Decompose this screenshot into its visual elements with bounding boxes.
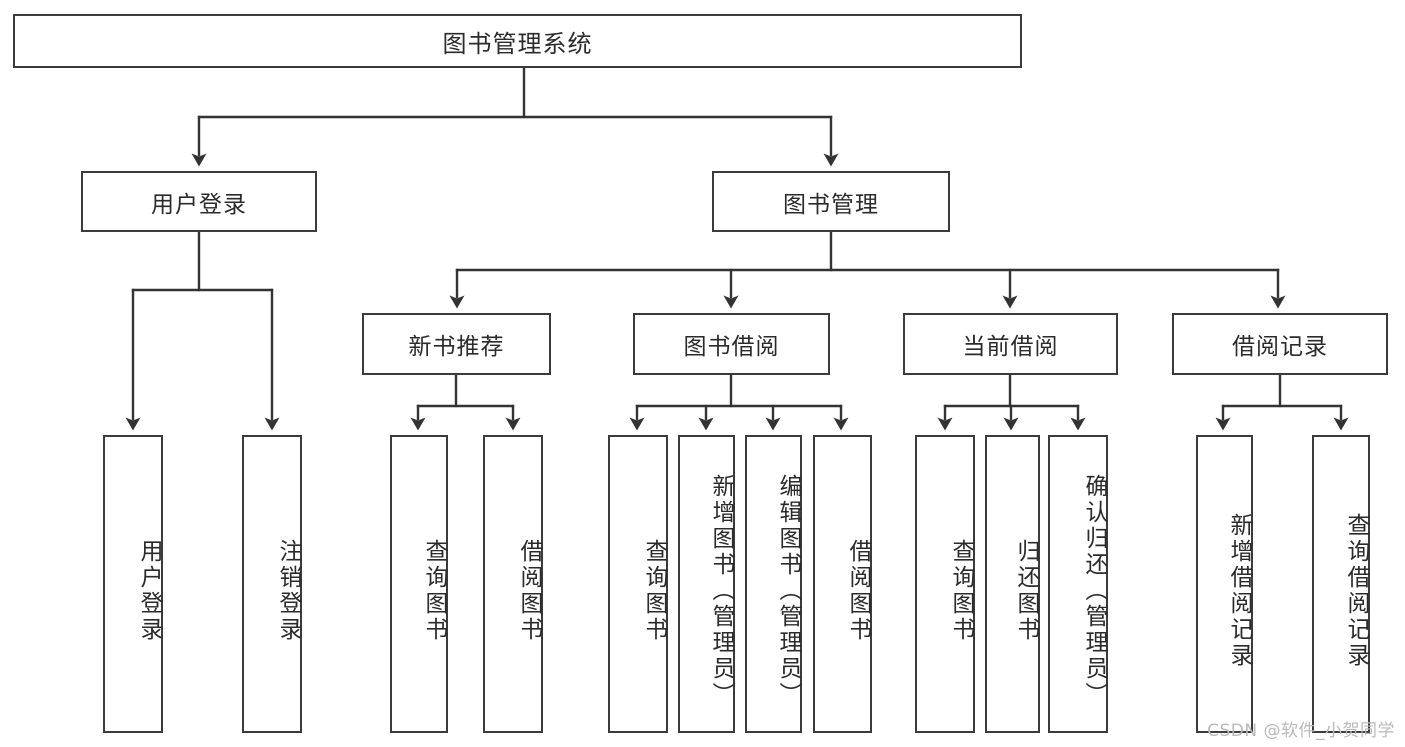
leaf-query-book-current[interactable]: 查询图书 bbox=[915, 435, 975, 733]
leaf-borrow-book[interactable]: 借阅图书 bbox=[813, 435, 872, 733]
node-label: 查询图书 bbox=[641, 539, 667, 643]
node-current-borrowing[interactable]: 当前借阅 bbox=[903, 313, 1118, 375]
leaf-edit-book-admin[interactable]: 编辑图书（管理员） bbox=[745, 435, 802, 733]
leaf-add-borrow-record[interactable]: 新增借阅记录 bbox=[1196, 435, 1253, 733]
node-label: 确认归还（管理员） bbox=[1081, 474, 1107, 708]
node-label: 编辑图书（管理员） bbox=[775, 474, 801, 708]
node-label: 借阅图书 bbox=[845, 539, 871, 643]
node-label: 图书管理系统 bbox=[442, 29, 593, 58]
node-label: 当前借阅 bbox=[962, 334, 1059, 360]
node-label: 查询图书 bbox=[421, 539, 447, 643]
node-label: 图书借阅 bbox=[683, 334, 780, 360]
node-book-borrowing[interactable]: 图书借阅 bbox=[633, 313, 830, 375]
node-label: 借阅记录 bbox=[1232, 334, 1328, 360]
node-label: 借阅图书 bbox=[516, 539, 542, 643]
leaf-user-login[interactable]: 用户登录 bbox=[103, 435, 163, 733]
leaf-query-book-borrow[interactable]: 查询图书 bbox=[608, 435, 668, 733]
node-user-login[interactable]: 用户登录 bbox=[81, 171, 317, 232]
leaf-user-logout[interactable]: 注销登录 bbox=[242, 435, 302, 733]
leaf-add-book-admin[interactable]: 新增图书（管理员） bbox=[678, 435, 735, 733]
node-book-management[interactable]: 图书管理 bbox=[712, 171, 950, 232]
node-label: 归还图书 bbox=[1013, 539, 1039, 643]
node-label: 查询图书 bbox=[948, 539, 974, 643]
node-label: 新增图书（管理员） bbox=[708, 474, 734, 708]
leaf-confirm-return-admin[interactable]: 确认归还（管理员） bbox=[1048, 435, 1108, 733]
node-label: 新书推荐 bbox=[408, 334, 505, 360]
node-label: 图书管理 bbox=[783, 191, 879, 218]
leaf-borrow-book-rec[interactable]: 借阅图书 bbox=[483, 435, 543, 733]
node-label: 注销登录 bbox=[275, 539, 301, 643]
node-label: 查询借阅记录 bbox=[1343, 513, 1369, 669]
node-borrowing-records[interactable]: 借阅记录 bbox=[1172, 313, 1388, 375]
leaf-query-borrow-record[interactable]: 查询借阅记录 bbox=[1312, 435, 1370, 733]
node-label: 用户登录 bbox=[151, 191, 247, 218]
node-label: 用户登录 bbox=[136, 539, 162, 643]
node-new-book-recommendation[interactable]: 新书推荐 bbox=[362, 313, 551, 375]
leaf-query-book-rec[interactable]: 查询图书 bbox=[390, 435, 448, 733]
node-root-system[interactable]: 图书管理系统 bbox=[13, 14, 1022, 68]
leaf-return-book[interactable]: 归还图书 bbox=[985, 435, 1040, 733]
node-label: 新增借阅记录 bbox=[1226, 513, 1252, 669]
